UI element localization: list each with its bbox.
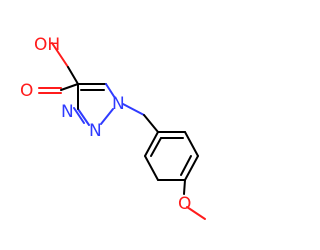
carboxyl-carbon-bond xyxy=(67,66,79,85)
ether-oxygen-label: O xyxy=(178,194,191,214)
triazole-c5-n1-bond xyxy=(105,83,116,99)
benzene-bond-6 xyxy=(144,131,159,157)
triazole-n1-n2-bond xyxy=(100,108,114,125)
triazole-n2-n3-double-bond xyxy=(73,107,85,124)
methylene-aryl-bond xyxy=(143,114,159,133)
chemical-structure-canvas: OH O N N N O xyxy=(20,35,206,220)
triazole-n3-label: N xyxy=(61,102,74,122)
benzene-bond-2 xyxy=(184,131,199,157)
n1-methylene-bond xyxy=(122,103,145,116)
triazole-structure-diagram: OH O N N N O xyxy=(20,35,206,220)
hydroxyl-label: OH xyxy=(34,35,60,55)
triazole-n2-label: N xyxy=(89,121,102,141)
benzene-bond-6-inner xyxy=(150,137,162,157)
triazole-n1-label: N xyxy=(112,94,125,114)
benzene-bond-3 xyxy=(184,155,199,181)
triazole-n2-n3-bond xyxy=(77,108,90,126)
aryl-ether-bond xyxy=(183,179,186,195)
carbonyl-carbon-link xyxy=(60,83,79,91)
benzene-bond-3-inner xyxy=(180,155,192,176)
benzene-bond-5 xyxy=(144,155,159,181)
ether-methyl-bond xyxy=(186,206,206,220)
carbonyl-oxygen-label: O xyxy=(20,81,33,101)
carboxyl-c-oh-bond xyxy=(51,42,69,68)
